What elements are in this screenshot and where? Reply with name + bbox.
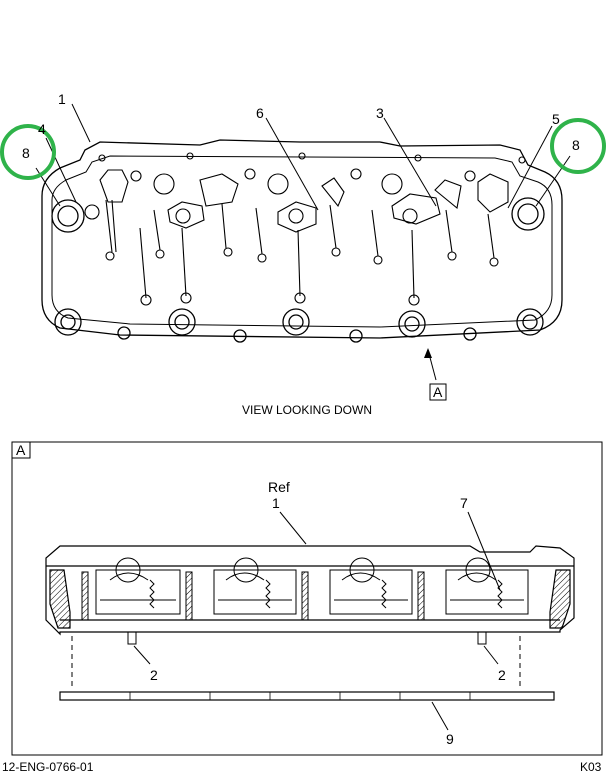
section-marker-label: A bbox=[433, 384, 443, 400]
ref-label: Ref bbox=[268, 479, 290, 495]
section-leaders bbox=[133, 511, 501, 731]
callout-4-top: 4 bbox=[38, 121, 46, 137]
callout-7-section: 7 bbox=[460, 495, 468, 511]
callout-2-left: 2 bbox=[150, 667, 158, 683]
head-gasket bbox=[59, 691, 555, 701]
section-marker-box bbox=[429, 383, 447, 401]
section-frame-label: A bbox=[16, 442, 26, 458]
alignment-lines bbox=[71, 636, 521, 690]
callout-9-section: 9 bbox=[446, 731, 454, 747]
callout-8-right: 8 bbox=[572, 137, 580, 153]
highlight-circle-right bbox=[550, 118, 606, 174]
top-view-leaders bbox=[35, 103, 571, 381]
callout-8-left: 8 bbox=[22, 145, 30, 161]
section-frame bbox=[11, 441, 603, 756]
cylinder-head-section-view bbox=[45, 545, 575, 645]
callout-1-top: 1 bbox=[58, 91, 66, 107]
callout-1-section: 1 bbox=[272, 495, 280, 511]
callout-3-top: 3 bbox=[376, 105, 384, 121]
footer-code-right: K03 bbox=[580, 760, 602, 774]
view-caption: VIEW LOOKING DOWN bbox=[242, 403, 372, 417]
footer-code-left: 12-ENG-0766-01 bbox=[2, 760, 94, 774]
head-gasket-segments bbox=[129, 692, 471, 700]
highlight-circle-left bbox=[0, 124, 56, 180]
section-frame-tag bbox=[11, 441, 31, 459]
arrow-up-icon bbox=[424, 348, 432, 358]
cylinder-head-top-view bbox=[41, 139, 563, 343]
callout-2-right: 2 bbox=[498, 667, 506, 683]
callout-5-top: 5 bbox=[552, 111, 560, 127]
callout-6-top: 6 bbox=[256, 105, 264, 121]
